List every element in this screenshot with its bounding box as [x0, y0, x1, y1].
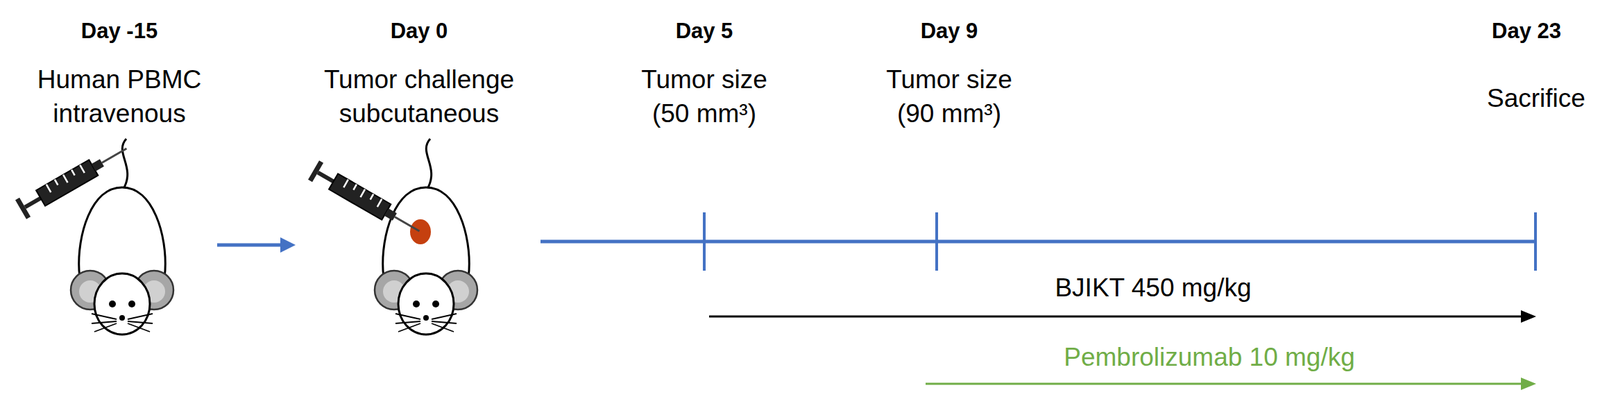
day-label: Day 9	[920, 16, 979, 46]
day-label: Day -15	[81, 16, 158, 46]
day-label: Day 0	[390, 16, 449, 46]
treatment-label: Pembrolizumab 10 mg/kg	[1063, 339, 1356, 374]
step-label: Tumor size (50 mm³)	[628, 62, 780, 131]
day-label: Day 5	[675, 16, 734, 46]
treatment-label: BJIKT 450 mg/kg	[1054, 270, 1251, 305]
day-label: Day 23	[1491, 16, 1562, 46]
step-label: Sacrifice	[1486, 81, 1586, 116]
step-label: Tumor challenge subcutaneous	[316, 62, 522, 131]
step-label: Human PBMC intravenous	[16, 62, 223, 131]
step-label: Tumor size (90 mm³)	[873, 62, 1025, 131]
